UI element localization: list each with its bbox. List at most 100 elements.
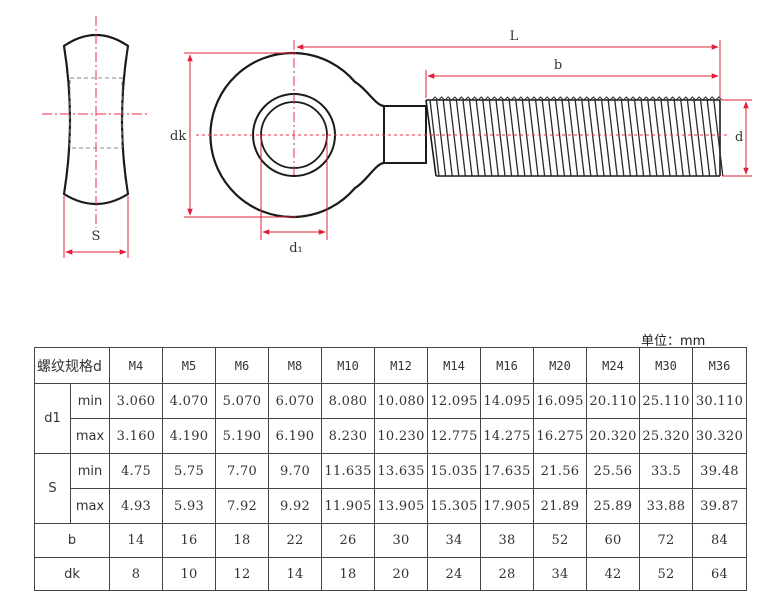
thread-tooth xyxy=(656,96,663,101)
d1-min-row: d1 min 3.060 4.070 5.070 6.070 8.080 10.… xyxy=(34,383,748,454)
s-group-label: S xyxy=(34,453,71,524)
side-view-outline xyxy=(62,34,130,205)
dk-cell: 28 xyxy=(480,557,535,591)
thread-crest xyxy=(660,99,671,177)
thread-tooth xyxy=(623,96,630,101)
d1-dimension-label: d₁ xyxy=(289,241,303,256)
s-max-cell: 7.92 xyxy=(215,488,270,524)
thread-crest xyxy=(554,99,566,177)
thread-tooth xyxy=(543,96,551,101)
dk-row: dk 8 10 12 14 18 20 24 28 34 42 52 64 xyxy=(33,557,748,591)
s-max-cell: 4.93 xyxy=(109,488,164,524)
b-cell: 84 xyxy=(692,523,748,558)
thread-tooth xyxy=(583,96,591,101)
dk-cell: 18 xyxy=(321,557,376,591)
thread-tooth xyxy=(662,96,670,101)
dk-dimension-label: dk xyxy=(170,129,186,144)
s-max-row: max 4.93 5.93 7.92 9.92 11.905 13.905 15… xyxy=(35,488,748,524)
size-header: M36 xyxy=(692,347,748,384)
thread-tooth xyxy=(708,96,716,101)
thread-tooth xyxy=(484,96,492,101)
thread-tooth xyxy=(510,96,518,101)
thread-tooth xyxy=(590,96,597,101)
thread-crest xyxy=(673,99,684,177)
d1-group-label: d1 xyxy=(34,383,71,454)
dk-cell: 42 xyxy=(586,557,641,591)
thread-crest xyxy=(462,99,473,177)
s-max-cell: 17.905 xyxy=(480,488,535,524)
thread-spec-header: 螺纹规格d xyxy=(33,347,111,384)
thread-crest xyxy=(561,99,572,177)
thread-tooth xyxy=(715,96,723,101)
d1-min-cell: 14.095 xyxy=(480,383,535,419)
thread-crest xyxy=(449,99,460,177)
thread-tooth xyxy=(669,96,676,101)
s-max-cell: 9.92 xyxy=(268,488,323,524)
thread-crest xyxy=(594,99,605,177)
d1-min-cell: 20.110 xyxy=(586,383,641,419)
thread-tooth xyxy=(570,96,577,101)
thread-crest xyxy=(429,99,440,177)
thread-tooth xyxy=(537,96,544,101)
thread-tooth xyxy=(444,96,452,101)
thread-crest xyxy=(495,99,506,177)
d1-max-cell: 30.320 xyxy=(692,418,748,454)
thread-tooth xyxy=(530,96,538,101)
thread-crest xyxy=(607,99,618,177)
b-cell: 52 xyxy=(533,523,588,558)
d1-max-cell: 14.275 xyxy=(480,418,535,454)
thread-tooth xyxy=(695,96,703,101)
thread-crest xyxy=(442,99,453,177)
l-dimension-label: L xyxy=(510,29,519,44)
thread-crest xyxy=(534,99,546,177)
size-header: M16 xyxy=(480,347,535,384)
s-min-row: S min 4.75 5.75 7.70 9.70 11.635 13.635 … xyxy=(34,453,748,524)
b-row-label: b xyxy=(33,523,111,558)
thread-tooth xyxy=(649,96,657,101)
size-header: M10 xyxy=(321,347,376,384)
thread-crest xyxy=(455,99,467,177)
s-min-cell: 33.5 xyxy=(639,453,694,489)
thread-crest xyxy=(501,99,513,177)
thread-crest xyxy=(706,99,717,177)
thread-tooth xyxy=(702,96,709,101)
thread-tooth xyxy=(576,96,584,101)
unit-label: 单位：mm xyxy=(641,334,706,349)
thread-crest xyxy=(574,99,585,177)
s-dimension-label: S xyxy=(92,229,101,244)
s-max-cell: 21.89 xyxy=(533,488,588,524)
b-cell: 60 xyxy=(586,523,641,558)
thread-tooth xyxy=(596,96,604,101)
size-header: M8 xyxy=(268,347,323,384)
thread xyxy=(425,96,724,177)
s-max-cell: 33.88 xyxy=(639,488,694,524)
s-max-cell: 39.87 xyxy=(692,488,748,524)
d1-min-cell: 5.070 xyxy=(215,383,270,419)
thread-tooth xyxy=(464,96,472,101)
thread-crest xyxy=(508,99,519,177)
dk-cell: 34 xyxy=(533,557,588,591)
s-max-cell: 25.89 xyxy=(586,488,641,524)
thread-tooth xyxy=(550,96,558,101)
d1-min-cell: 4.070 xyxy=(162,383,217,419)
spec-table: 螺纹规格d M4 M5 M6 M8 M10 M12 M14 M16 M20 M2… xyxy=(33,347,748,591)
d1-max-cell: 20.320 xyxy=(586,418,641,454)
s-min-cell: 17.635 xyxy=(480,453,535,489)
thread-crest xyxy=(435,99,447,177)
d1-min-cell: 30.110 xyxy=(692,383,748,419)
d1-max-cell: 4.190 xyxy=(162,418,217,454)
header-row: 螺纹规格d M4 M5 M6 M8 M10 M12 M14 M16 M20 M2… xyxy=(33,347,748,384)
d1-max-cell: 16.275 xyxy=(533,418,588,454)
dk-cell: 24 xyxy=(427,557,482,591)
d1-max-cell: 5.190 xyxy=(215,418,270,454)
thread-crest xyxy=(600,99,612,177)
s-min-cell: 9.70 xyxy=(268,453,323,489)
thread-tooth xyxy=(504,96,511,101)
d1-max-cell: 25.320 xyxy=(639,418,694,454)
dk-cell: 14 xyxy=(268,557,323,591)
thread-tooth xyxy=(675,96,683,101)
dk-cell: 8 xyxy=(109,557,164,591)
d1-max-cell: 10.230 xyxy=(374,418,429,454)
thread-tooth xyxy=(609,96,617,101)
b-cell: 16 xyxy=(162,523,217,558)
